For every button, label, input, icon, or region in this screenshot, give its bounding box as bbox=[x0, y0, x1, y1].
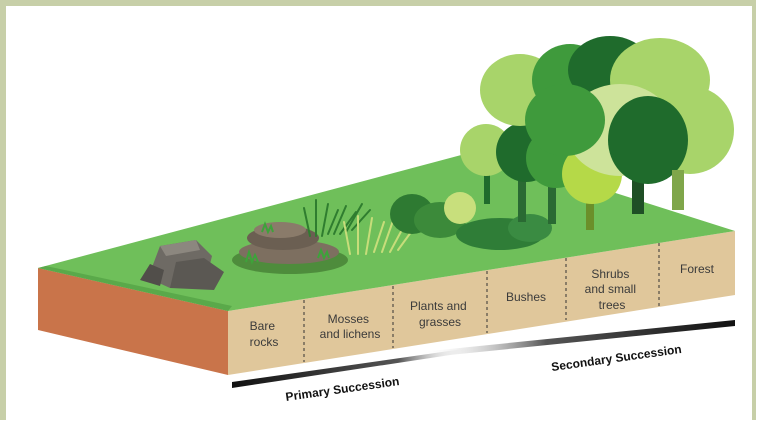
mosses-illustration bbox=[232, 221, 348, 274]
rock-small bbox=[170, 258, 224, 290]
secondary-succession-label: Secondary Succession bbox=[550, 342, 682, 374]
stage-label-bushes: Bushes bbox=[506, 290, 546, 304]
bare-rocks-illustration bbox=[140, 240, 224, 290]
rock-tiny bbox=[140, 264, 164, 286]
forest-illustration bbox=[480, 36, 734, 214]
rock-large-top bbox=[160, 240, 200, 256]
moss-rock-top bbox=[254, 222, 306, 238]
moss-sprout-1 bbox=[261, 221, 274, 235]
grass-top-shade bbox=[38, 266, 232, 311]
moss-sprout-3 bbox=[317, 247, 330, 261]
primary-succession-bar bbox=[232, 348, 470, 388]
stage-label-shrubs: Shrubs and small trees bbox=[585, 267, 640, 312]
primary-succession-label: Primary Succession bbox=[285, 374, 401, 404]
soil-side-face bbox=[38, 268, 228, 375]
secondary-succession-bar bbox=[420, 320, 735, 358]
stage-label-plants: Plants and grasses bbox=[410, 299, 470, 329]
stage-label-bare-rocks: Bare rocks bbox=[250, 319, 279, 349]
moss-sprout-2 bbox=[245, 248, 259, 265]
stage-label-mosses: Mosses and lichens bbox=[320, 312, 381, 341]
soil-front-face bbox=[228, 231, 735, 375]
stage-dividers bbox=[303, 243, 660, 362]
stage-label-forest: Forest bbox=[680, 262, 715, 276]
bushes-illustration bbox=[390, 192, 552, 250]
stage-labels: Bare rocks Mosses and lichens Plants and… bbox=[250, 262, 715, 349]
